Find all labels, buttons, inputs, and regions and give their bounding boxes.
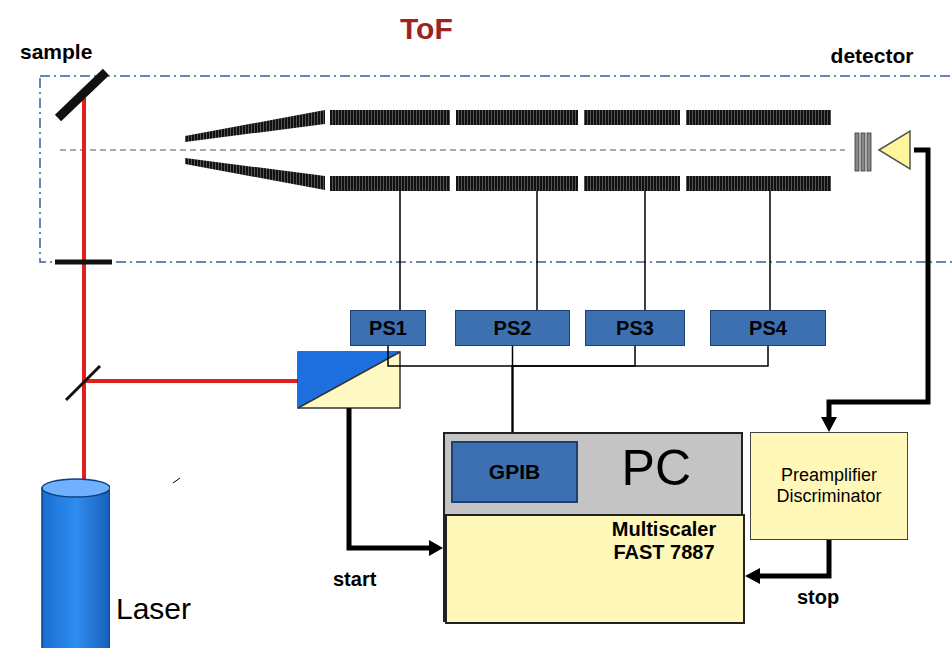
electrode: [185, 158, 325, 190]
wire: [399, 191, 401, 310]
power-supply-box: PS1: [350, 310, 426, 346]
wire: [769, 191, 771, 310]
electrode: [330, 176, 450, 191]
node-text: PS2: [494, 317, 532, 340]
connector-line: [758, 540, 829, 576]
signal-label: start: [333, 568, 376, 591]
laser-top: [42, 479, 110, 497]
arrow-head: [821, 417, 837, 432]
arrow-head: [745, 568, 760, 584]
detector-grid: [867, 133, 871, 171]
beam-axis: [60, 150, 845, 151]
photodiode: [298, 352, 400, 408]
power-supply-box: PS3: [585, 310, 685, 346]
start-signal: [349, 408, 432, 548]
detector-cone: [879, 131, 910, 169]
beam-splitter: [66, 366, 100, 400]
laser-beam: [84, 379, 298, 383]
preamplifier-box: Preamplifier Discriminator: [750, 432, 908, 540]
node-text: PS1: [369, 317, 407, 340]
laser-beam: [82, 98, 86, 482]
sample-label: sample: [20, 40, 92, 64]
connector-line: [513, 346, 769, 432]
connector: [745, 540, 829, 584]
electrode: [686, 176, 831, 191]
window: [55, 260, 112, 265]
detector-symbol: [876, 128, 916, 172]
node-text: PC: [622, 440, 691, 498]
node-text: detector: [831, 44, 914, 68]
node-text: Preamplifier Discriminator: [755, 465, 903, 506]
connector-line: [388, 346, 513, 432]
electrode: [456, 110, 578, 125]
laser-cylinder: [40, 478, 110, 648]
connector: [388, 346, 513, 432]
detector-grid: [861, 133, 865, 171]
electrode: [185, 110, 325, 142]
pc-box: PC GPIB Multiscaler FAST 7887: [443, 432, 743, 622]
electrode: [584, 176, 680, 191]
detector-grid: [855, 133, 859, 171]
laser: Laser: [40, 478, 210, 648]
arrow-head: [429, 540, 443, 556]
node-text: PS4: [749, 317, 787, 340]
connector-line: [829, 150, 928, 419]
photodiode: [298, 352, 400, 408]
multiscaler-band: Multiscaler FAST 7887: [445, 514, 745, 624]
connector: [513, 346, 636, 432]
connector-line: [513, 346, 636, 432]
power-supply-box: PS2: [455, 310, 570, 346]
diagram-title: ToF: [400, 12, 453, 46]
electrode: [584, 110, 680, 125]
edge-label: stop: [797, 586, 839, 609]
mark: [173, 478, 180, 483]
node-text: Multiscaler FAST 7887: [599, 518, 729, 564]
chamber-outline: [40, 76, 952, 262]
wire: [536, 191, 538, 310]
electrode: [686, 110, 831, 125]
wire: [644, 191, 646, 310]
node-text: GPIB: [489, 460, 540, 484]
detector: detector: [826, 40, 918, 172]
electrode: [330, 110, 450, 125]
connector: [513, 346, 769, 432]
electrode: [456, 176, 578, 191]
photodiode: [298, 352, 400, 408]
gpib-card: GPIB: [451, 441, 578, 503]
connector: [821, 150, 928, 432]
power-supply-box: PS4: [710, 310, 826, 346]
node-text: PS3: [616, 317, 654, 340]
laser-body: [42, 488, 110, 648]
sample-plate: [58, 72, 106, 118]
node-text: Laser: [116, 592, 191, 627]
